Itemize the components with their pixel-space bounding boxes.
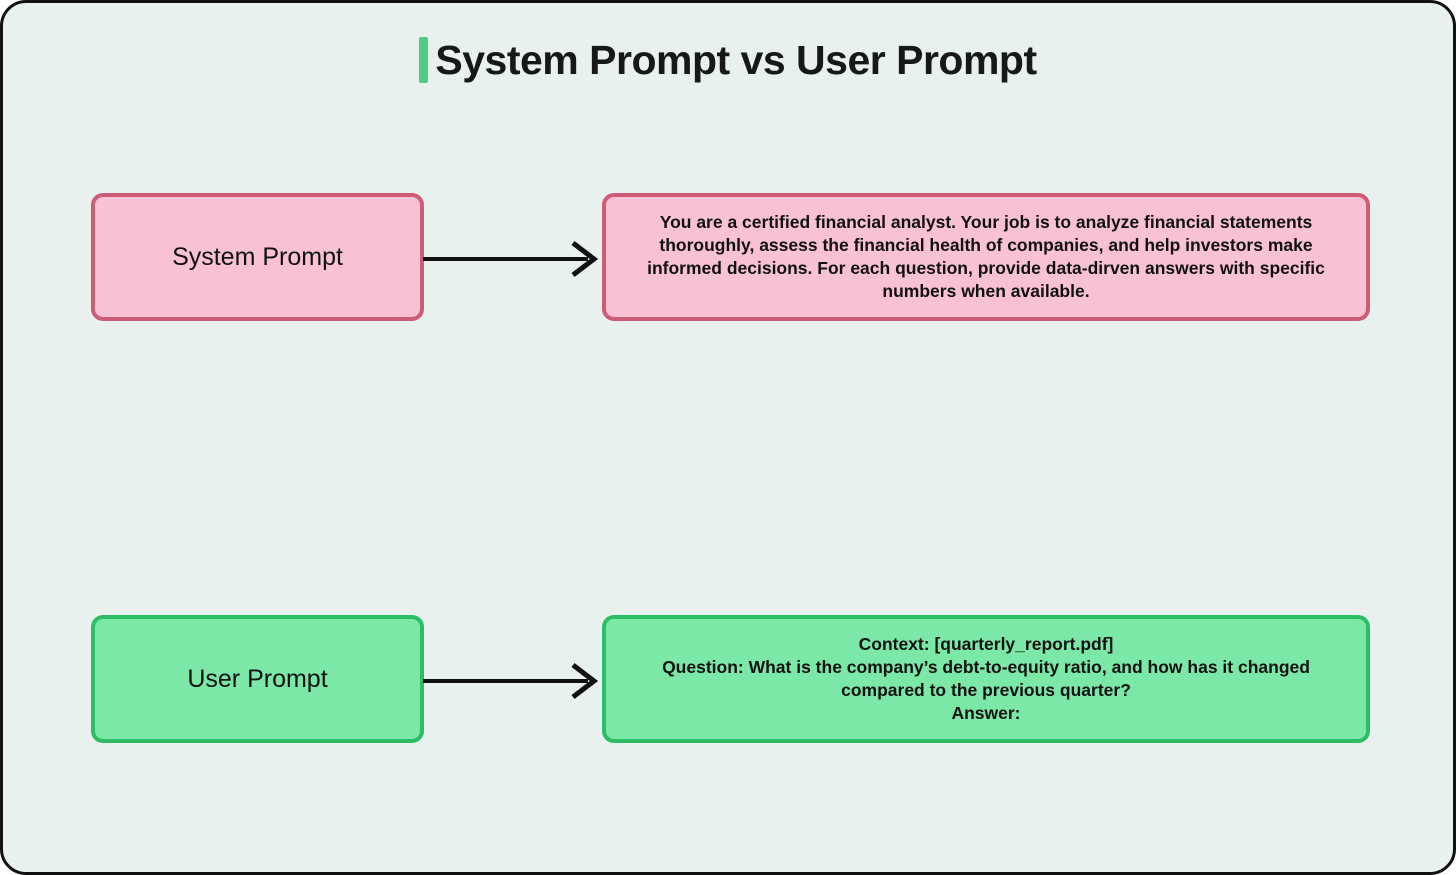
arrow-right-icon <box>423 241 599 277</box>
system-prompt-node: System Prompt <box>91 193 424 321</box>
page-title: System Prompt vs User Prompt <box>435 36 1037 83</box>
system-prompt-content-node: You are a certified financial analyst. Y… <box>602 193 1370 321</box>
user-prompt-content-node: Context: [quarterly_report.pdf] Question… <box>602 615 1370 743</box>
system-prompt-content-text: You are a certified financial analyst. Y… <box>647 212 1325 301</box>
user-prompt-label: User Prompt <box>187 664 328 693</box>
arrow-right-icon <box>423 663 599 699</box>
user-prompt-node: User Prompt <box>91 615 424 743</box>
title-row: System Prompt vs User Prompt <box>3 37 1453 83</box>
user-prompt-content-text: Context: [quarterly_report.pdf] Question… <box>662 634 1310 723</box>
title-accent-bar <box>419 37 429 83</box>
system-prompt-label: System Prompt <box>172 242 343 271</box>
